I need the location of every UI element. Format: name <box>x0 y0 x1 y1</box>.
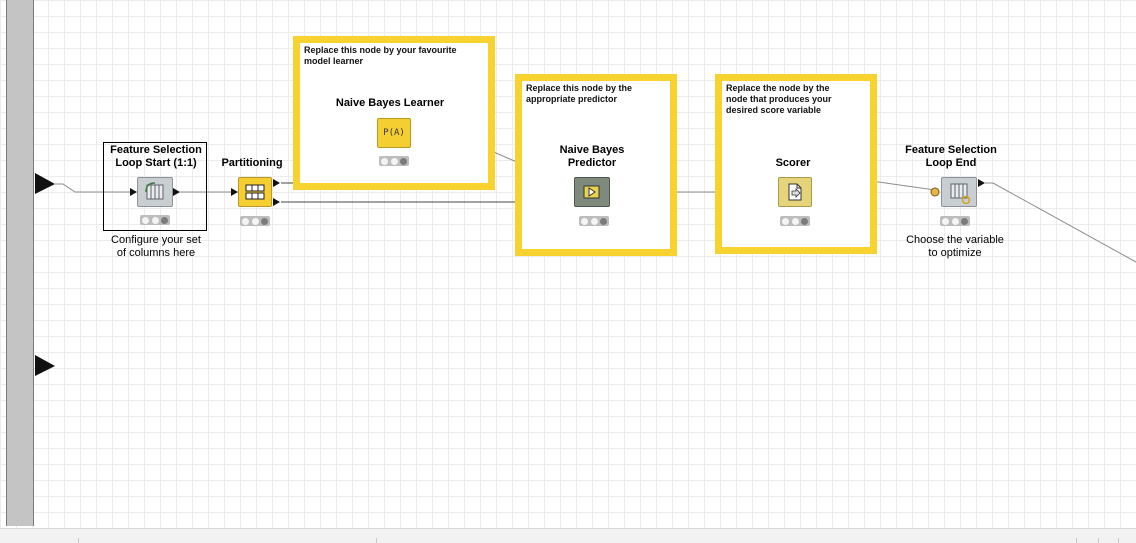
scorer-node[interactable] <box>778 177 812 207</box>
loop-start-selection-frame <box>103 142 207 231</box>
annotation-predictor-line2: appropriate predictor <box>526 94 618 104</box>
status-yellow-led <box>590 217 598 225</box>
learner-status <box>379 156 409 166</box>
annotation-scorer-line2: node that produces your <box>726 94 832 104</box>
status-red-led <box>942 217 950 225</box>
metanode-input-bar <box>6 0 34 526</box>
predictor-node[interactable] <box>574 177 610 207</box>
bottom-divider <box>1098 538 1099 543</box>
partitioning-in-port[interactable] <box>231 188 238 196</box>
status-green-led <box>960 217 968 225</box>
bottom-divider <box>376 538 377 543</box>
loop-end-caption-line2: to optimize <box>928 247 982 259</box>
partitioning-title: Partitioning <box>221 157 283 169</box>
partitioning-status <box>240 216 270 226</box>
loop-end-title-line1: Feature Selection <box>905 144 997 156</box>
status-green-led <box>399 157 407 165</box>
table-split-icon <box>245 184 265 200</box>
loop-start-title-line2: Loop Start (1:1) <box>115 157 197 169</box>
status-red-led <box>381 157 389 165</box>
predictor-title: Naive Bayes Predictor <box>542 144 642 170</box>
status-yellow-led <box>951 217 959 225</box>
loop-start-icon <box>145 182 164 200</box>
partitioning-node[interactable] <box>238 177 272 207</box>
status-red-led <box>782 217 790 225</box>
status-green-led <box>800 217 808 225</box>
scorer-doc-icon <box>788 183 802 201</box>
loop-end-icon <box>950 183 971 204</box>
loop-start-out-port[interactable] <box>173 188 180 196</box>
status-red-led <box>581 217 589 225</box>
status-red-led <box>142 216 150 224</box>
loop-start-caption-line1: Configure your set <box>111 234 201 246</box>
connection-loop-end-out[interactable] <box>985 182 1136 263</box>
status-yellow-led <box>390 157 398 165</box>
status-yellow-led <box>251 217 259 225</box>
annotation-scorer-line3: desired score variable <box>726 105 822 115</box>
status-yellow-led <box>151 216 159 224</box>
bottom-divider <box>1118 538 1119 543</box>
status-yellow-led <box>791 217 799 225</box>
status-green-led <box>599 217 607 225</box>
annotation-learner[interactable]: Replace this node by your favourite mode… <box>293 36 495 190</box>
probability-icon: P(A) <box>383 128 405 138</box>
scorer-status <box>780 216 810 226</box>
bottom-scrollbar[interactable] <box>0 528 1136 543</box>
partitioning-out-port-1[interactable] <box>273 179 280 187</box>
connection-input-to-loop-start[interactable] <box>55 183 130 193</box>
loop-start-caption[interactable]: Configure your set of columns here <box>94 234 218 260</box>
partitioning-out-port-2[interactable] <box>273 198 280 206</box>
predict-play-icon <box>583 185 600 199</box>
status-green-led <box>260 217 268 225</box>
metanode-input-port-1[interactable] <box>35 173 55 194</box>
bottom-divider <box>1076 538 1077 543</box>
loop-start-caption-line2: of columns here <box>116 247 196 259</box>
loop-end-caption[interactable]: Choose the variable to optimize <box>893 234 1017 260</box>
loop-start-title: Feature Selection Loop Start (1:1) <box>104 144 208 170</box>
learner-node[interactable]: P(A) <box>377 118 411 148</box>
annotation-scorer-line1: Replace the node by the <box>726 83 830 93</box>
metanode-input-port-2[interactable] <box>35 355 55 376</box>
status-green-led <box>160 216 168 224</box>
predictor-title-line1: Naive Bayes <box>559 144 625 156</box>
loop-end-status <box>940 216 970 226</box>
loop-end-out-port[interactable] <box>978 179 985 187</box>
loop-end-title: Feature Selection Loop End <box>896 144 1006 170</box>
annotation-learner-line2: model learner <box>304 56 364 66</box>
loop-end-title-line2: Loop End <box>925 157 977 169</box>
loop-end-caption-line1: Choose the variable <box>906 234 1004 246</box>
annotation-predictor-line1: Replace this node by the <box>526 83 633 93</box>
loop-start-status <box>140 215 170 225</box>
predictor-status <box>579 216 609 226</box>
status-red-led <box>242 217 250 225</box>
predictor-title-line2: Predictor <box>567 157 617 169</box>
loop-start-in-port[interactable] <box>130 188 137 196</box>
loop-start-title-line1: Feature Selection <box>110 144 202 156</box>
loop-start-node[interactable] <box>137 177 173 207</box>
loop-end-node[interactable] <box>941 177 977 207</box>
scorer-title: Scorer <box>775 157 811 169</box>
bottom-divider <box>78 538 79 543</box>
annotation-learner-line1: Replace this node by your favourite <box>304 45 457 55</box>
loop-end-flow-variable-port[interactable] <box>930 187 940 197</box>
learner-title: Naive Bayes Learner <box>335 97 445 109</box>
